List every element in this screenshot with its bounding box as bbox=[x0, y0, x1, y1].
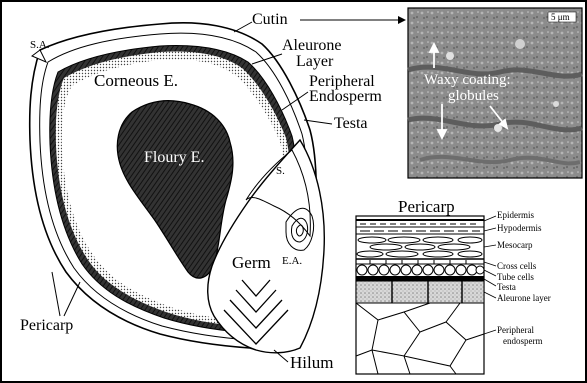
label-hilum: Hilum bbox=[290, 353, 333, 372]
label-scutellum: S. bbox=[276, 165, 285, 177]
label-floury: Floury E. bbox=[144, 149, 204, 166]
label-ea: E.A. bbox=[282, 255, 302, 267]
label-germ: Germ bbox=[232, 253, 271, 272]
layer-label-testa: Testa bbox=[497, 282, 516, 292]
label-peripheral-2: Endosperm bbox=[309, 88, 382, 105]
aleurone-layer bbox=[356, 281, 484, 303]
globule bbox=[446, 52, 454, 60]
layer-label-mesocarp: Mesocarp bbox=[497, 240, 533, 250]
label-cutin: Cutin bbox=[252, 11, 288, 28]
label-corneous: Corneous E. bbox=[94, 71, 178, 90]
layer-label-aleurone: Aleurone layer bbox=[497, 293, 551, 303]
layer-label-hypodermis: Hypodermis bbox=[497, 223, 542, 233]
layer-label-epidermis: Epidermis bbox=[497, 210, 534, 220]
layer-label-cross-cells: Cross cells bbox=[497, 261, 537, 271]
layer-label-peripheral-1: Peripheral bbox=[497, 325, 534, 335]
scale-bar-label: 5 μm bbox=[551, 12, 570, 22]
pericarp-detail-title: Pericarp bbox=[398, 197, 455, 216]
globule bbox=[553, 101, 559, 107]
micrograph-caption-2: globules bbox=[448, 88, 499, 104]
sem-micrograph: 5 μm Waxy coating: globules bbox=[408, 8, 582, 178]
label-sa: S.A. bbox=[30, 39, 50, 51]
micrograph-caption-1: Waxy coating: bbox=[424, 72, 511, 88]
tube-cells-layer bbox=[357, 265, 484, 275]
label-testa: Testa bbox=[334, 115, 368, 132]
label-aleurone-2: Layer bbox=[296, 53, 334, 70]
testa-layer bbox=[356, 276, 484, 281]
globule bbox=[515, 39, 525, 49]
label-pericarp-kernel: Pericarp bbox=[20, 317, 73, 334]
layer-label-tube-cells: Tube cells bbox=[497, 272, 534, 282]
label-aleurone-1: Aleurone bbox=[282, 37, 342, 54]
layer-label-peripheral-2: endosperm bbox=[503, 336, 543, 346]
